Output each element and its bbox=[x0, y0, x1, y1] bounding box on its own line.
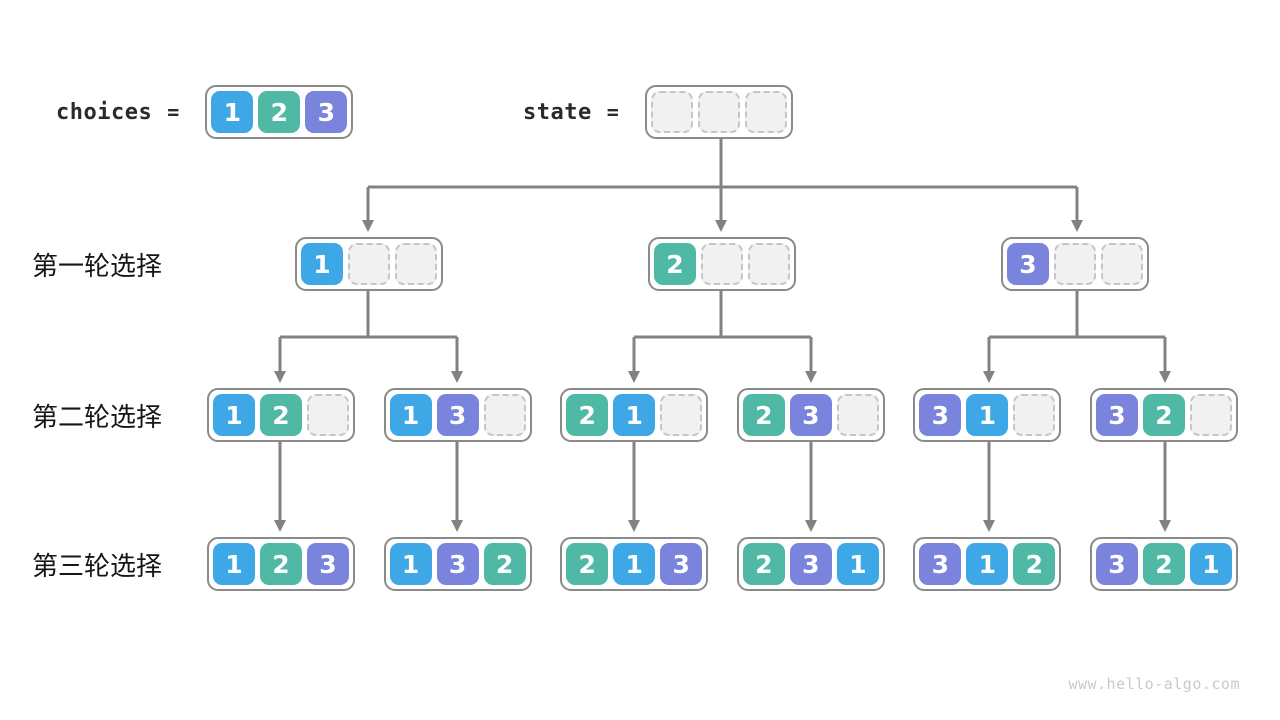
array-cell: 2 bbox=[1142, 543, 1185, 585]
round-3-label: 第三轮选择 bbox=[32, 550, 163, 581]
empty-cell bbox=[483, 394, 526, 436]
equals-sign: = bbox=[606, 100, 619, 124]
empty-cell bbox=[1054, 243, 1096, 285]
array-cell: 1 bbox=[301, 243, 343, 285]
empty-cell bbox=[744, 91, 787, 133]
empty-cell bbox=[697, 91, 740, 133]
array-cell: 3 bbox=[1095, 394, 1138, 436]
empty-cell bbox=[307, 394, 349, 436]
array-cell: 3 bbox=[305, 91, 348, 133]
array-cell: 2 bbox=[258, 91, 301, 133]
array-cell: 1 bbox=[389, 543, 432, 585]
array-cell: 1 bbox=[966, 543, 1009, 585]
array-cell: 2 bbox=[742, 543, 785, 585]
round-1-row: 1 2 3 bbox=[295, 237, 1149, 291]
array-cell: 3 bbox=[1095, 543, 1138, 585]
array-cell: 3 bbox=[436, 543, 479, 585]
array-cell: 2 bbox=[260, 394, 302, 436]
watermark: www.hello-algo.com bbox=[1068, 675, 1240, 693]
array-cell: 2 bbox=[483, 543, 526, 585]
array-cell: 1 bbox=[613, 394, 656, 436]
array-cell: 1 bbox=[1189, 543, 1232, 585]
empty-cell bbox=[660, 394, 703, 436]
state-definition: state = bbox=[523, 85, 793, 139]
empty-cell bbox=[395, 243, 437, 285]
equals-sign: = bbox=[167, 100, 180, 124]
array-cell: 2 bbox=[1013, 543, 1056, 585]
array-cell: 1 bbox=[389, 394, 432, 436]
empty-cell bbox=[1101, 243, 1143, 285]
array-cell: 2 bbox=[742, 394, 785, 436]
array-cell: 3 bbox=[307, 543, 349, 585]
array-cell: 1 bbox=[213, 394, 255, 436]
choices-label: choices bbox=[56, 99, 153, 125]
array-cell: 3 bbox=[660, 543, 703, 585]
array-cell: 3 bbox=[919, 543, 962, 585]
array-cell: 2 bbox=[260, 543, 302, 585]
array-cell: 3 bbox=[1007, 243, 1049, 285]
empty-cell bbox=[701, 243, 743, 285]
array-cell: 2 bbox=[566, 394, 609, 436]
array-cell: 2 bbox=[654, 243, 696, 285]
array-cell: 1 bbox=[966, 394, 1009, 436]
empty-cell bbox=[650, 91, 693, 133]
array-box: 1 bbox=[295, 237, 443, 291]
array-cell: 3 bbox=[436, 394, 479, 436]
array-cell: 1 bbox=[836, 543, 879, 585]
empty-cell bbox=[1013, 394, 1056, 436]
state-label: state bbox=[523, 99, 592, 125]
array-cell: 1 bbox=[213, 543, 255, 585]
round-2-label: 第二轮选择 bbox=[32, 401, 163, 432]
array-cell: 3 bbox=[789, 394, 832, 436]
state-array bbox=[644, 85, 793, 139]
array-cell: 2 bbox=[566, 543, 609, 585]
array-box: 2 bbox=[648, 237, 796, 291]
array-cell: 3 bbox=[919, 394, 962, 436]
array-cell: 3 bbox=[789, 543, 832, 585]
array-box: 3 bbox=[1001, 237, 1149, 291]
empty-cell bbox=[836, 394, 879, 436]
empty-cell bbox=[348, 243, 390, 285]
array-cell: 1 bbox=[211, 91, 254, 133]
array-cell: 2 bbox=[1142, 394, 1185, 436]
empty-cell bbox=[748, 243, 790, 285]
array-cell: 1 bbox=[613, 543, 656, 585]
empty-cell bbox=[1189, 394, 1232, 436]
round-1-label: 第一轮选择 bbox=[32, 250, 163, 281]
array-box bbox=[644, 85, 793, 139]
